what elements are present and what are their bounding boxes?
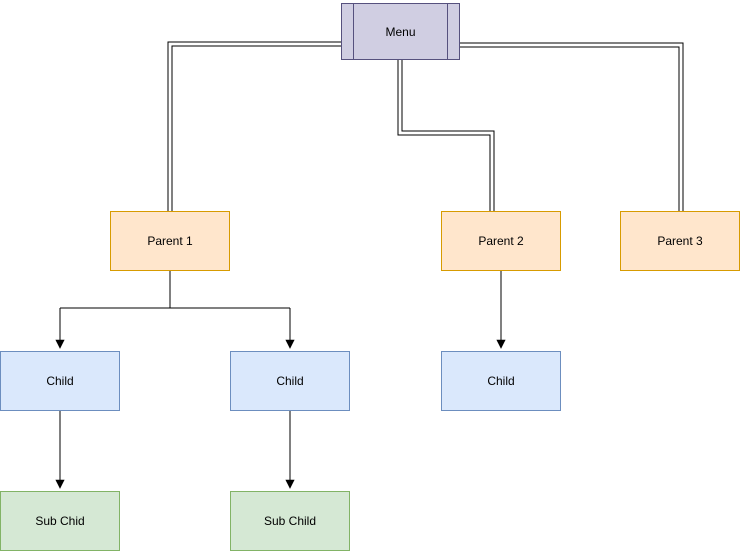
edge-menu-to-parent-3 — [460, 42, 684, 211]
predefined-process-bar-left — [353, 3, 354, 60]
node-label-menu: Menu — [385, 24, 416, 39]
edge-menu-to-parent-1 — [167, 41, 341, 211]
predefined-process-bar-right — [447, 3, 448, 60]
node-sub-child-2[interactable]: Sub Child — [230, 491, 350, 551]
node-label-parent-3: Parent 3 — [657, 234, 703, 248]
node-parent-1[interactable]: Parent 1 — [110, 211, 230, 271]
edge-menu-to-parent-3 — [460, 46, 680, 211]
edge-menu-to-parent-2 — [397, 60, 491, 211]
node-label-child-2: Child — [276, 374, 304, 388]
node-label-sub-child-2: Sub Child — [263, 514, 317, 528]
node-parent-2[interactable]: Parent 2 — [441, 211, 561, 271]
node-label-parent-1: Parent 1 — [147, 234, 193, 248]
node-parent-3[interactable]: Parent 3 — [620, 211, 740, 271]
node-child-3[interactable]: Child — [441, 351, 561, 411]
node-child-2[interactable]: Child — [230, 351, 350, 411]
node-label-parent-2: Parent 2 — [478, 234, 524, 248]
node-menu[interactable]: Menu — [341, 3, 460, 60]
node-label-child-1: Child — [46, 374, 74, 388]
node-label-sub-child-1: Sub Chid — [35, 514, 85, 528]
node-sub-child-1[interactable]: Sub Chid — [0, 491, 120, 551]
node-child-1[interactable]: Child — [0, 351, 120, 411]
node-label-child-3: Child — [487, 374, 515, 388]
edge-menu-to-parent-2 — [401, 60, 495, 211]
edge-menu-to-parent-1 — [171, 45, 341, 211]
